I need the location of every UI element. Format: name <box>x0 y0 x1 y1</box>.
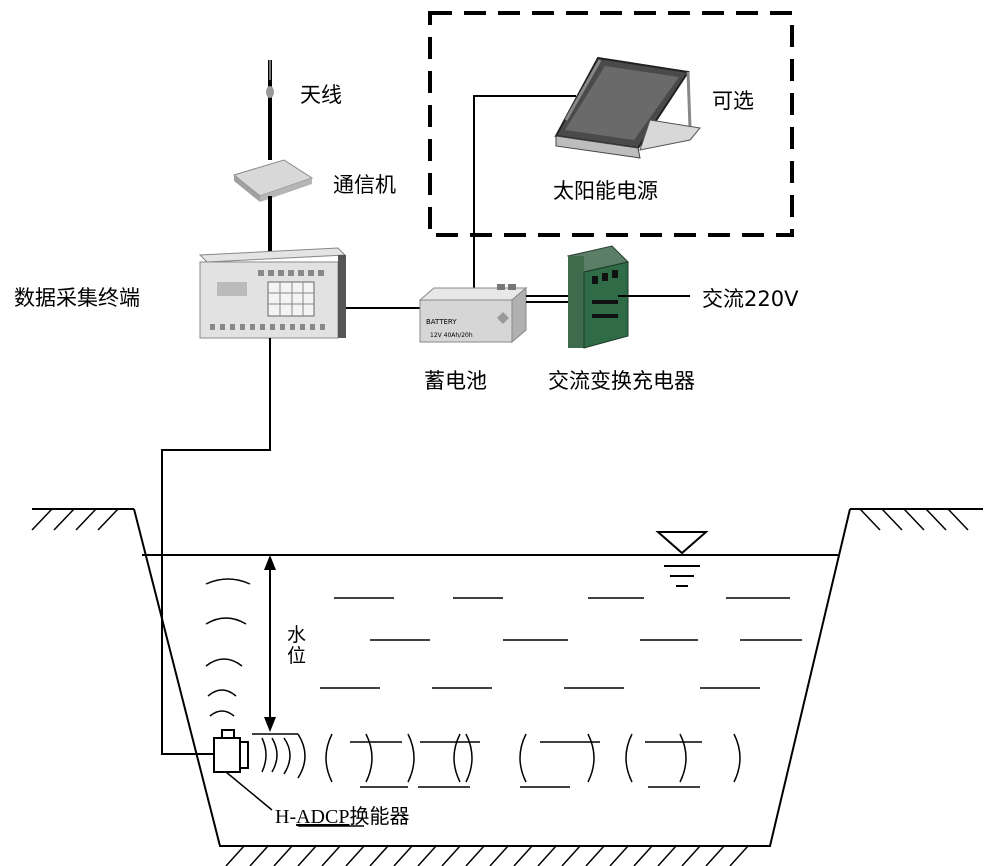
transducer-label-prefix: H- <box>275 806 296 828</box>
data-terminal-label: 数据采集终端 <box>14 286 140 310</box>
solar-battery-wire <box>473 95 576 292</box>
horizontal-beam-arcs <box>261 733 741 783</box>
water-ripples <box>252 597 802 788</box>
transducer-cable <box>161 338 271 755</box>
left-bank-hatch <box>31 508 119 531</box>
transducer-icon <box>213 729 249 773</box>
water-level-label-2: 位 <box>287 645 306 667</box>
battery-label: 蓄电池 <box>424 369 487 393</box>
bed-hatch <box>225 845 749 866</box>
comm-unit-label: 通信机 <box>333 173 396 197</box>
antenna-icon <box>266 60 274 160</box>
transducer-label-model: ADCP <box>296 806 349 828</box>
transducer-label-suffix: 换能器 <box>349 804 409 828</box>
antenna-label: 天线 <box>300 83 342 107</box>
battery-icon: BATTERY 12V 40Ah/20h <box>418 284 528 344</box>
ac-charger-label: 交流变换充电器 <box>548 369 695 393</box>
vertical-beam-arcs <box>205 578 251 717</box>
ac-input-label: 交流220V <box>702 287 799 311</box>
water-level-label-1: 水 <box>287 624 306 646</box>
water-level-symbol-icon <box>655 531 709 587</box>
solar-power-label: 太阳能电源 <box>553 179 658 203</box>
comm-unit-icon <box>232 159 314 202</box>
battery-spec-text: 12V 40Ah/20h <box>430 332 473 339</box>
channel-outline <box>133 508 851 847</box>
optional-solar-box <box>428 11 794 237</box>
solar-panel-icon <box>554 56 701 159</box>
data-terminal-icon <box>198 247 347 339</box>
ac-charger-icon <box>567 245 629 349</box>
transducer-label: H-ADCP换能器 <box>275 804 409 828</box>
battery-brand-text: BATTERY <box>426 318 457 326</box>
water-level-arrow <box>264 555 276 732</box>
right-bank-hatch <box>859 508 969 531</box>
optional-label: 可选 <box>712 89 754 113</box>
